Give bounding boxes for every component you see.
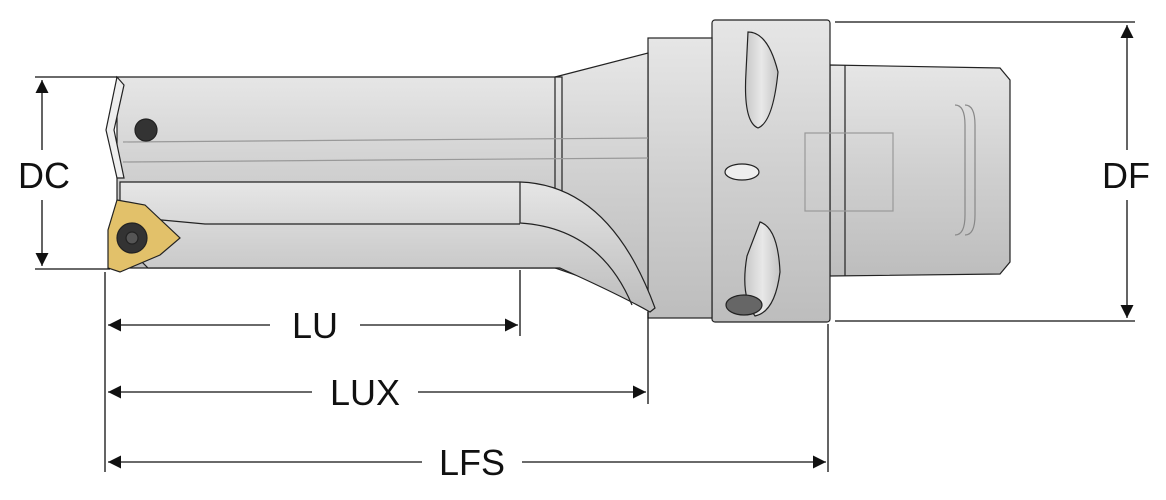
drive-slot-bottom [744, 221, 781, 317]
df-label: DF [1102, 155, 1150, 196]
dc-label: DC [18, 155, 70, 196]
drive-slot-top [744, 31, 779, 129]
lu-label: LU [292, 305, 338, 346]
tool-body [105, 19, 1011, 323]
drill-tip [105, 75, 125, 179]
collar [647, 37, 713, 319]
lfs-label: LFS [439, 442, 505, 483]
shank-taper [829, 64, 1011, 277]
lux-label: LUX [330, 372, 400, 413]
screw-head [134, 118, 158, 142]
dimension-lines [35, 21, 1135, 472]
flute [119, 181, 656, 313]
